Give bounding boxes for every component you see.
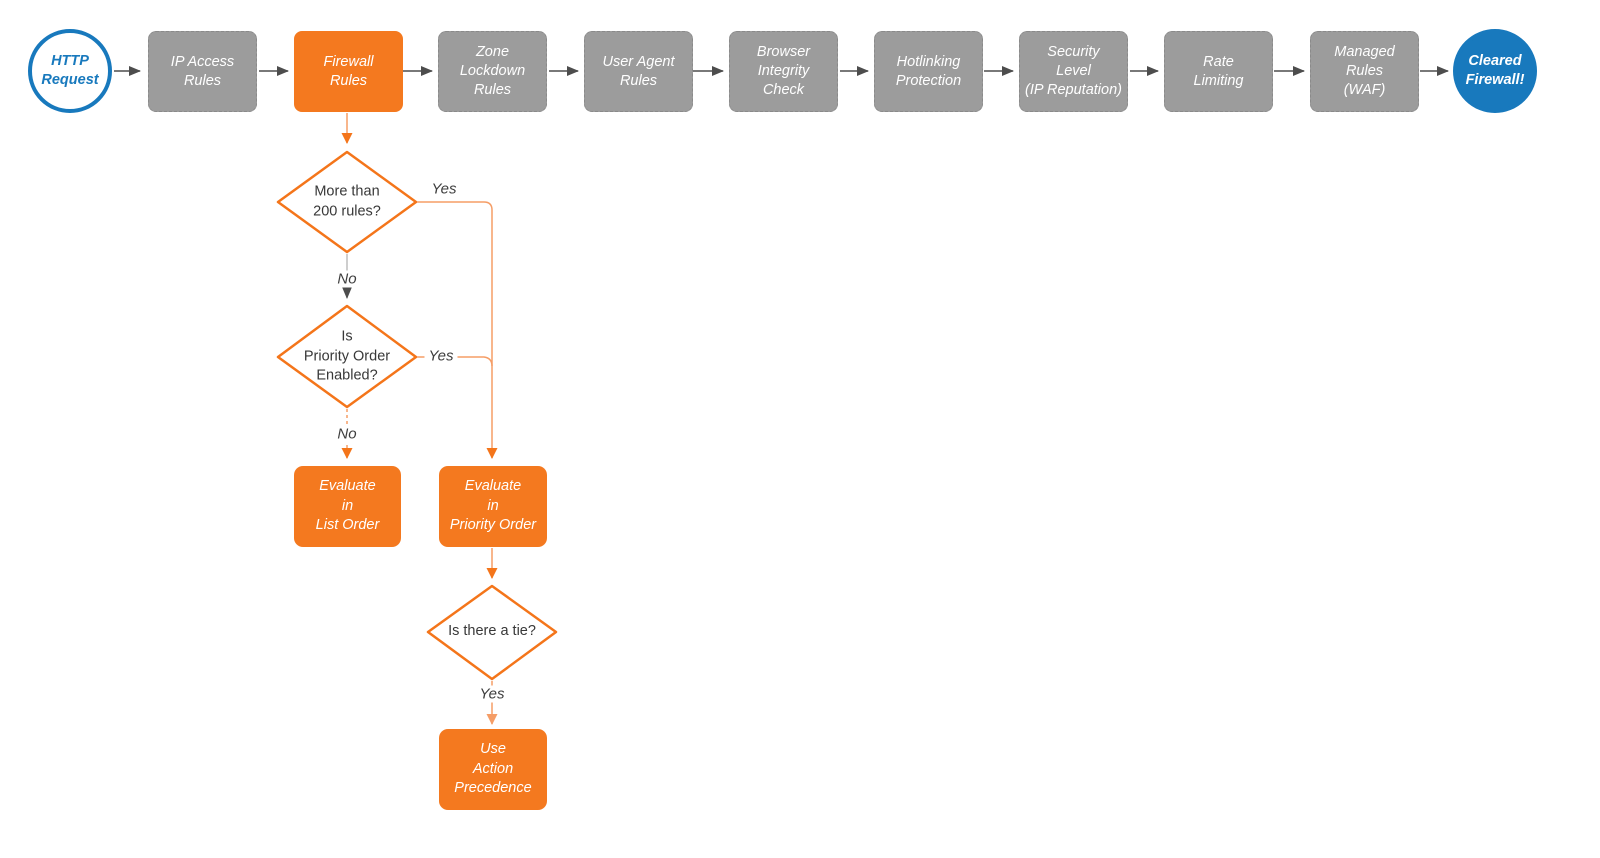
node-hotlinking-protection: Hotlinking Protection bbox=[874, 31, 983, 112]
node-browser-integrity-check-label: Browser Integrity Check bbox=[756, 44, 811, 98]
node-use-action-precedence: Use Action Precedence bbox=[439, 729, 547, 810]
node-use-action-precedence-label: Use Action Precedence bbox=[454, 741, 532, 797]
decision-priority-enabled-question: Is Priority Order Enabled? bbox=[303, 328, 391, 384]
edge-label-priority-no: No bbox=[333, 425, 361, 443]
decision-rules200-question: More than 200 rules? bbox=[313, 183, 381, 219]
decision-tie-question: Is there a tie? bbox=[448, 623, 536, 640]
node-evaluate-list-order-label: Evaluate in List Order bbox=[315, 478, 380, 534]
node-browser-integrity-check: Browser Integrity Check bbox=[729, 31, 838, 112]
edge-label-priority-yes: Yes bbox=[424, 347, 458, 365]
node-user-agent-rules-label: User Agent Rules bbox=[602, 53, 675, 89]
node-firewall-rules: Firewall Rules bbox=[294, 31, 403, 112]
node-cleared-firewall-label: Cleared Firewall! bbox=[1465, 53, 1525, 88]
node-security-level-label: Security Level (IP Reputation) bbox=[1025, 44, 1122, 98]
node-ip-access-rules: IP Access Rules bbox=[148, 31, 257, 112]
node-rate-limiting: Rate Limiting bbox=[1164, 31, 1273, 112]
node-zone-lockdown-rules: Zone Lockdown Rules bbox=[438, 31, 547, 112]
node-rate-limiting-label: Rate Limiting bbox=[1193, 53, 1244, 89]
node-security-level: Security Level (IP Reputation) bbox=[1019, 31, 1128, 112]
node-hotlinking-protection-label: Hotlinking Protection bbox=[895, 53, 962, 89]
decision-rules200-diamond bbox=[276, 150, 418, 254]
connector-priority-yes bbox=[417, 356, 493, 367]
node-http-request-label: HTTP Request bbox=[41, 53, 99, 88]
edge-label-tie-yes: Yes bbox=[475, 685, 509, 703]
node-evaluate-list-order: Evaluate in List Order bbox=[294, 466, 401, 547]
edge-label-rules200-yes: Yes bbox=[427, 180, 461, 198]
node-evaluate-priority-order: Evaluate in Priority Order bbox=[439, 466, 547, 547]
node-managed-rules-waf: Managed Rules (WAF) bbox=[1310, 31, 1419, 112]
decision-tie-diamond bbox=[426, 584, 558, 681]
node-cleared-firewall: Cleared Firewall! bbox=[1453, 29, 1537, 113]
node-zone-lockdown-rules-label: Zone Lockdown Rules bbox=[459, 44, 526, 98]
connector-rules200-yes bbox=[417, 201, 498, 459]
decision-priority-enabled-diamond bbox=[276, 304, 418, 409]
edge-label-rules200-no: No bbox=[333, 270, 361, 288]
node-ip-access-rules-label: IP Access Rules bbox=[170, 53, 235, 89]
node-managed-rules-waf-label: Managed Rules (WAF) bbox=[1334, 44, 1395, 98]
node-user-agent-rules: User Agent Rules bbox=[584, 31, 693, 112]
node-http-request: HTTP Request bbox=[28, 29, 112, 113]
node-evaluate-priority-order-label: Evaluate in Priority Order bbox=[449, 478, 537, 534]
node-firewall-rules-label: Firewall Rules bbox=[323, 53, 374, 89]
